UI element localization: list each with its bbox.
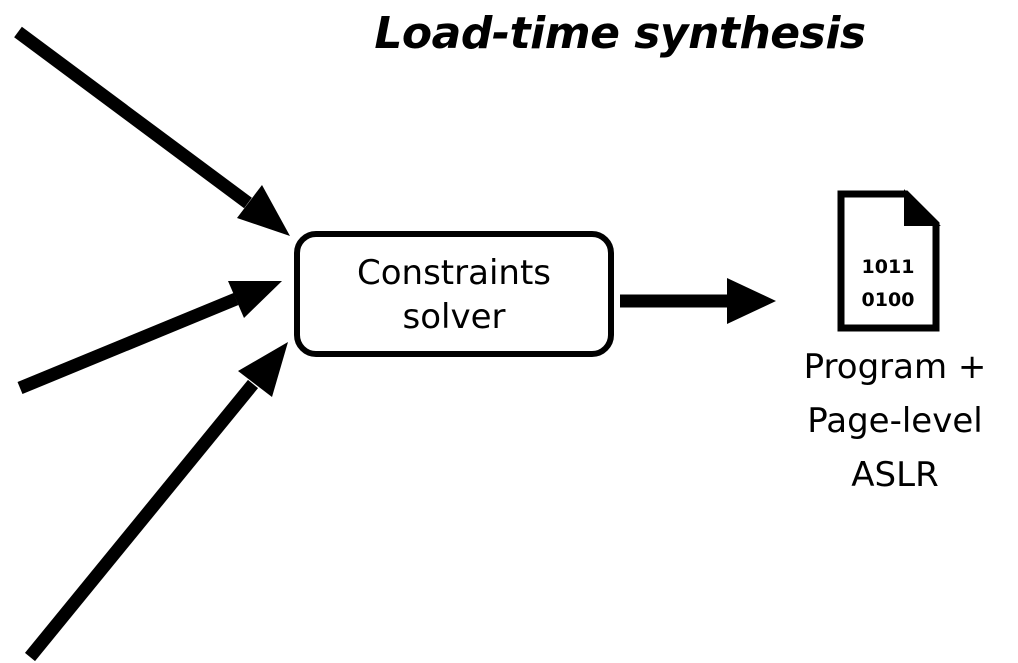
output-label: Program + Page-level ASLR bbox=[790, 340, 1000, 502]
binary-file-icon: 1011 0100 bbox=[837, 189, 941, 332]
input-arrow-1 bbox=[14, 26, 290, 236]
solver-label-line-2: solver bbox=[402, 297, 506, 337]
solver-label-line-1: Constraints bbox=[357, 253, 551, 293]
output-arrow bbox=[620, 278, 776, 324]
binary-text-line-1: 1011 bbox=[862, 256, 915, 278]
binary-text-line-2: 0100 bbox=[862, 289, 915, 311]
output-label-line-3: ASLR bbox=[851, 455, 939, 495]
solver-label: Constraints solver bbox=[300, 251, 608, 339]
input-arrow-2 bbox=[17, 281, 282, 395]
input-arrow-3 bbox=[24, 342, 288, 662]
diagram-title: Load-time synthesis bbox=[374, 8, 866, 59]
output-label-line-1: Program + bbox=[803, 347, 987, 387]
constraints-solver-box: Constraints solver bbox=[294, 231, 614, 357]
output-label-line-2: Page-level bbox=[807, 401, 983, 441]
